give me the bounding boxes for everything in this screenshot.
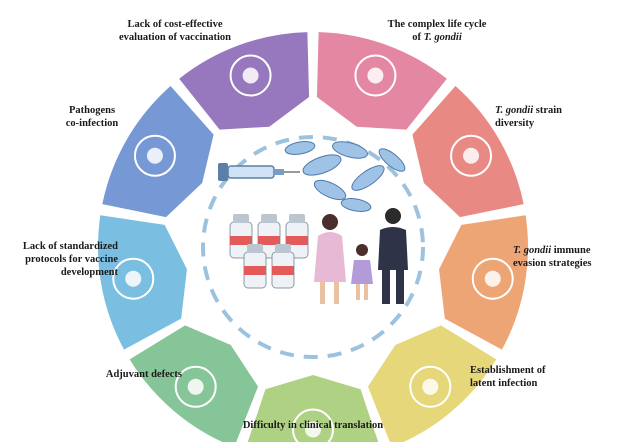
cycle-arrows-icon	[354, 54, 397, 97]
segment-lifecycle	[316, 32, 447, 130]
segment-icon-core	[463, 147, 480, 164]
clipboard-icon	[112, 257, 155, 300]
tachyzoites-icon	[284, 141, 406, 212]
label-clinical: Difficulty in clinical translation	[242, 420, 384, 431]
segment-immune	[439, 215, 528, 350]
syringe-icon	[218, 163, 300, 181]
segment-icon-core	[146, 147, 163, 164]
segment-icon-core	[187, 378, 204, 395]
animals-icon	[292, 408, 334, 442]
segment-icon-core	[125, 270, 142, 287]
vial	[229, 214, 253, 259]
segment-cost	[179, 32, 310, 130]
label-strain: T. gondii strain diversity	[495, 105, 562, 129]
vial	[285, 214, 309, 259]
vial	[257, 214, 281, 259]
dna-icon	[450, 134, 493, 177]
label-adjuvant: Adjuvant defects	[105, 369, 182, 380]
label-lifecycle-species: T. gondii	[423, 32, 462, 43]
network-icon	[471, 257, 514, 300]
growth-chart-icon	[174, 365, 217, 408]
money-bag-icon	[229, 54, 272, 97]
ring-segments	[97, 32, 528, 442]
segment-icon-core	[484, 270, 501, 287]
segment-icons	[112, 54, 514, 442]
segment-icon-core	[305, 421, 321, 438]
segment-icon-core	[242, 67, 259, 84]
vial	[271, 244, 295, 289]
family-icon	[314, 208, 408, 304]
cyst-icon	[409, 365, 452, 408]
segment-icon-core	[422, 378, 439, 395]
vaccine-vials-icon	[229, 214, 309, 289]
vial	[243, 244, 267, 289]
segment-icon-core	[367, 67, 384, 84]
pathogens-icon	[133, 134, 176, 177]
label-immune: T. gondii immune evasion strategies	[513, 245, 592, 269]
inner-dashed-circle	[201, 135, 425, 359]
segment-clinical	[247, 375, 379, 442]
segment-protocols	[97, 215, 187, 350]
label-lifecycle: The complex life cycle of T. gondii	[387, 19, 487, 43]
